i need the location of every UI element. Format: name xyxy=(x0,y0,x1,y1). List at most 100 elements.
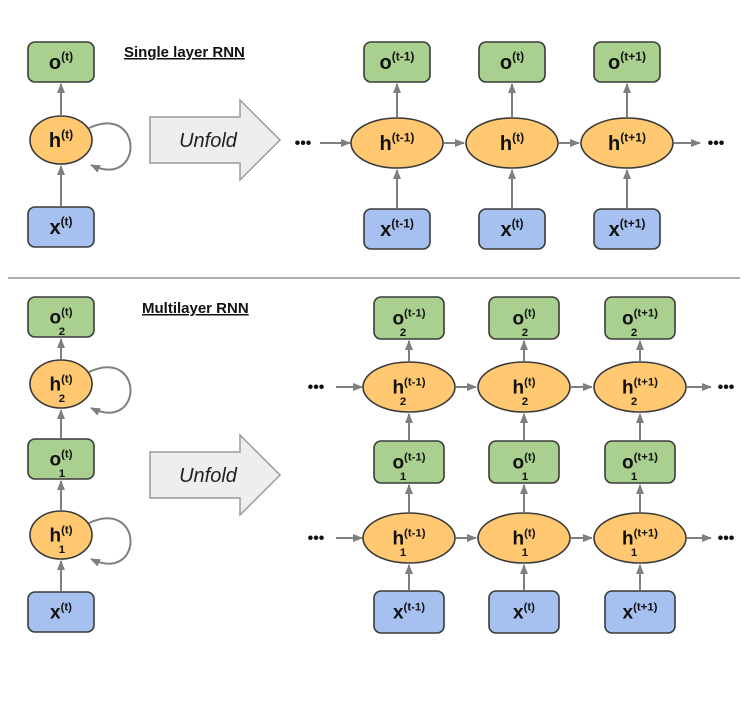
symbol: x xyxy=(513,603,524,624)
unfolded-output-node xyxy=(478,41,546,83)
superscript: (t-1) xyxy=(404,308,426,320)
subscript: 2 xyxy=(400,396,406,408)
symbol: h xyxy=(392,378,404,399)
unfold-arrow-single xyxy=(149,98,282,182)
superscript: (t-1) xyxy=(392,50,415,64)
ellipsis-right-single: ••• xyxy=(708,135,725,152)
symbol: h xyxy=(622,529,634,550)
unfolded-output2-node xyxy=(373,296,445,340)
ellipsis-right-layer2: ••• xyxy=(718,379,735,396)
unfolded-output1-node xyxy=(488,440,560,484)
superscript: (t+1) xyxy=(620,50,646,64)
unfolded-output-node xyxy=(593,41,661,83)
folded-output2-node xyxy=(27,296,95,338)
superscript: (t) xyxy=(512,50,524,64)
symbol: o xyxy=(622,453,634,474)
symbol: o xyxy=(500,52,512,74)
unfolded-output1-node xyxy=(373,440,445,484)
folded-output-node xyxy=(27,41,95,83)
subscript: 2 xyxy=(59,393,65,405)
recurrent-loop-arrow-layer1 xyxy=(88,517,132,567)
unfolded-output-node xyxy=(363,41,431,83)
folded-output2-node-label: o(t) xyxy=(50,307,73,329)
superscript: (t+1) xyxy=(634,452,659,464)
subscript: 1 xyxy=(522,547,529,559)
superscript: (t) xyxy=(61,525,73,537)
folded-input-node-label: x(t) xyxy=(49,215,72,239)
subscript: 1 xyxy=(59,544,66,556)
symbol: o xyxy=(513,453,525,474)
symbol: h xyxy=(380,133,392,155)
folded-hidden-node-label: h(t) xyxy=(49,128,73,152)
folded-output1-node xyxy=(27,438,95,480)
unfolded-output2-node-label: o(t-1) xyxy=(392,308,425,330)
subscript: 1 xyxy=(522,471,529,483)
unfolded-hidden1-node xyxy=(477,512,571,564)
superscript: (t-1) xyxy=(404,377,426,389)
unfolded-input-node xyxy=(604,590,676,634)
labels-layer: Single layer RNNo(t)h(t)x(t)Unfold•••o(t… xyxy=(49,44,735,624)
unfold-label: Unfold xyxy=(179,130,238,152)
unfolded-output2-node-label: o(t+1) xyxy=(622,308,658,330)
unfolded-output2-node-label: o(t) xyxy=(513,308,536,330)
unfolded-output1-node-label: o(t) xyxy=(513,452,536,474)
folded-hidden2-node-label: h(t) xyxy=(50,374,73,396)
subscript: 2 xyxy=(522,327,528,339)
unfolded-input-node-label: x(t+1) xyxy=(609,217,646,241)
symbol: x xyxy=(393,603,404,624)
unfolded-output-node-label: o(t) xyxy=(500,50,524,74)
multi-layer-title: Multilayer RNN xyxy=(142,300,249,317)
subscript: 2 xyxy=(631,396,637,408)
subscript: 2 xyxy=(522,396,528,408)
unfolded-hidden1-node-label: h(t+1) xyxy=(622,528,658,550)
superscript: (t-1) xyxy=(404,602,426,614)
superscript: (t+1) xyxy=(634,377,659,389)
folded-input-node xyxy=(27,591,95,633)
superscript: (t-1) xyxy=(404,528,426,540)
symbol: h xyxy=(50,375,62,396)
unfolded-hidden-node-label: h(t-1) xyxy=(380,131,415,155)
superscript: (t) xyxy=(524,452,536,464)
superscript: (t-1) xyxy=(404,452,426,464)
unfolded-hidden2-node-label: h(t) xyxy=(513,377,536,399)
symbol: x xyxy=(380,219,391,241)
symbol: x xyxy=(623,603,634,624)
symbol: o xyxy=(608,52,620,74)
symbol: h xyxy=(49,130,61,152)
superscript: (t) xyxy=(61,307,73,319)
folded-hidden1-node-label: h(t) xyxy=(50,525,73,547)
superscript: (t+1) xyxy=(633,602,658,614)
unfolded-hidden1-node-label: h(t-1) xyxy=(392,528,425,550)
superscript: (t) xyxy=(524,602,536,614)
unfolded-hidden2-node-label: h(t-1) xyxy=(392,377,425,399)
superscript: (t) xyxy=(61,128,73,142)
unfolded-output2-node xyxy=(604,296,676,340)
folded-hidden-node xyxy=(29,115,93,165)
symbol: o xyxy=(50,308,62,329)
superscript: (t-1) xyxy=(392,131,415,145)
unfolded-hidden-node xyxy=(580,117,674,169)
unfolded-input-node-label: x(t) xyxy=(500,217,523,241)
recurrent-loop-arrow-layer2 xyxy=(88,366,132,416)
ellipsis-right-layer1: ••• xyxy=(718,530,735,547)
symbol: x xyxy=(500,219,511,241)
unfolded-hidden-node-label: h(t+1) xyxy=(608,131,646,155)
folded-output1-node-label: o(t) xyxy=(50,449,73,471)
unfolded-hidden2-node xyxy=(593,361,687,413)
unfolded-input-node-label: x(t-1) xyxy=(393,602,425,624)
superscript: (t) xyxy=(61,215,73,229)
unfolded-output1-node-label: o(t+1) xyxy=(622,452,658,474)
unfolded-hidden2-node xyxy=(477,361,571,413)
connections-layer xyxy=(8,83,740,591)
subscript: 1 xyxy=(400,471,407,483)
unfolded-hidden1-node xyxy=(593,512,687,564)
symbol: o xyxy=(392,309,404,330)
unfolded-input-node-label: x(t) xyxy=(513,602,535,624)
unfolded-input-node xyxy=(373,590,445,634)
superscript: (t+1) xyxy=(634,528,659,540)
ellipsis-left-layer1: ••• xyxy=(308,530,325,547)
symbol: o xyxy=(392,453,404,474)
unfolded-hidden-node xyxy=(465,117,559,169)
superscript: (t+1) xyxy=(620,131,646,145)
superscript: (t) xyxy=(512,217,524,231)
